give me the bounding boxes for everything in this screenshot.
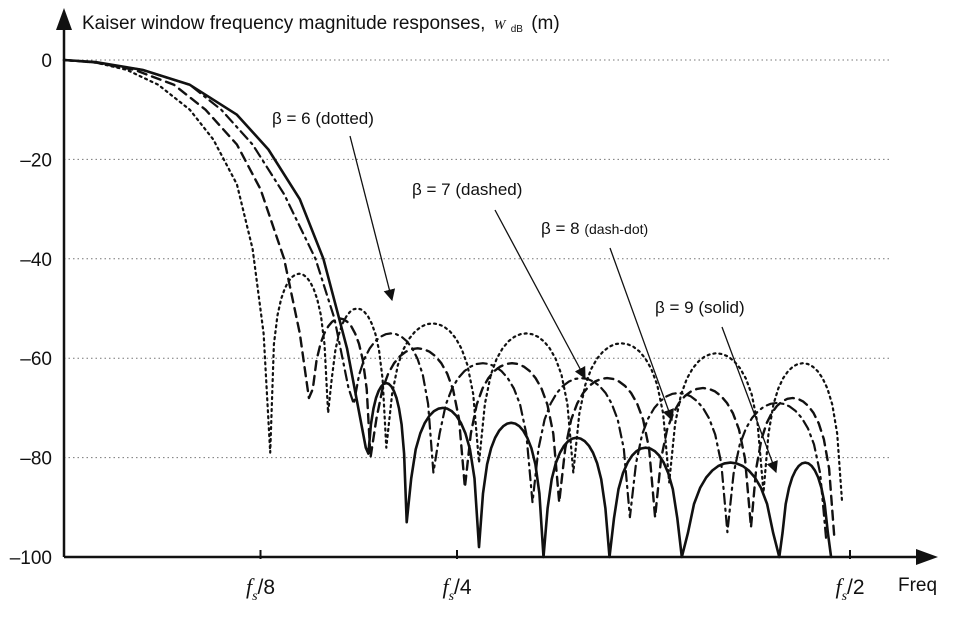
- series-line-dotted: [62, 58, 844, 504]
- annotation-label: β = 6 (dotted): [272, 109, 374, 128]
- chart-title-text: Kaiser window frequency magnitude respon…: [82, 13, 485, 34]
- series-line-solid: [62, 58, 833, 559]
- y-tick-label: –60: [20, 349, 52, 370]
- annotations: β = 6 (dotted) β = 7 (dashed) β = 8 (dash-…: [272, 109, 778, 474]
- y-tick-label: –20: [20, 150, 52, 171]
- y-tick-label: 0: [41, 51, 52, 72]
- annotation-arrow: [494, 209, 586, 380]
- x-tick-labels: fs/8 fs/4 fs/2: [246, 550, 865, 604]
- annotation-arrow: [609, 247, 674, 422]
- x-axis-label: Freq: [898, 575, 937, 596]
- series-curves: [62, 58, 844, 559]
- chart-title-subscript: dB: [511, 24, 524, 35]
- y-tick-label: –100: [10, 548, 52, 569]
- x-axis-arrowhead: [916, 549, 938, 565]
- x-tick-label: fs/4: [442, 574, 471, 604]
- y-tick-labels: 0 –20 –40 –60 –80 –100: [10, 51, 52, 569]
- y-tick-label: –80: [20, 449, 52, 470]
- y-tick-label: –40: [20, 250, 52, 271]
- chart-title-argument: (m): [531, 13, 559, 34]
- annotation-arrow: [349, 135, 396, 302]
- annotation-arrow: [721, 326, 778, 474]
- series-line-dashdot: [62, 58, 828, 544]
- chart-title-symbol: W: [494, 18, 507, 33]
- chart-title: Kaiser window frequency magnitude respon…: [82, 13, 560, 37]
- series-line-dashed: [62, 58, 836, 539]
- annotation-label: β = 7 (dashed): [412, 180, 522, 199]
- annotation-label: β = 8 (dash-dot): [541, 219, 648, 238]
- x-tick-label: fs/2: [835, 574, 864, 604]
- grid-lines: [64, 59, 890, 459]
- x-tick-label: fs/8: [246, 574, 275, 604]
- annotation-label: β = 9 (solid): [655, 298, 745, 317]
- y-axis-arrowhead: [56, 8, 72, 30]
